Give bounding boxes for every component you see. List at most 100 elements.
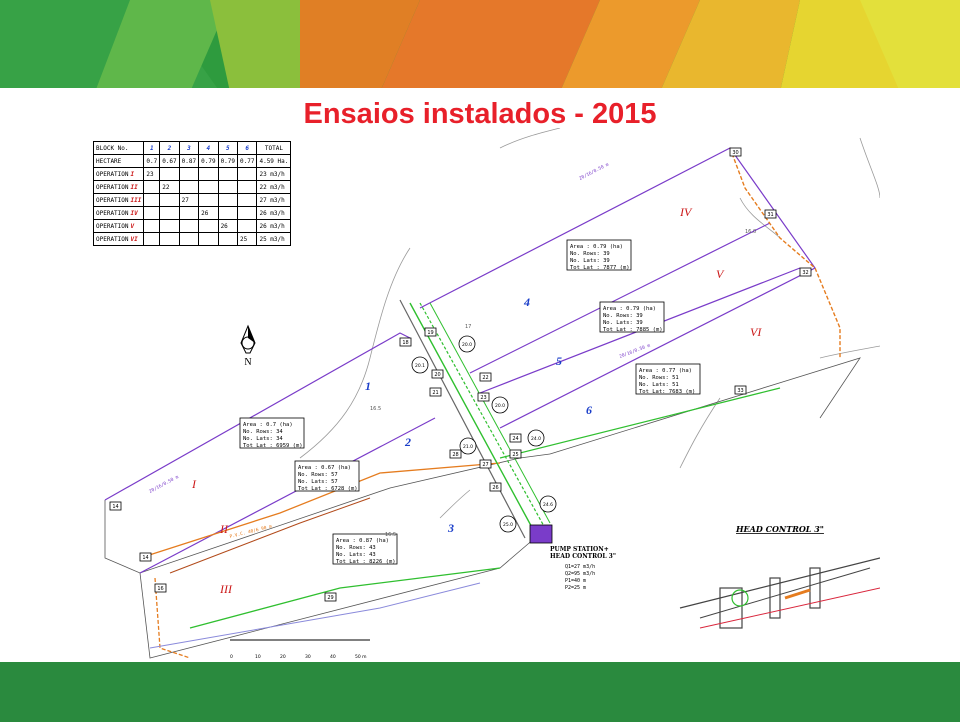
- scale-tick: 30: [305, 654, 311, 660]
- area-box: Area : 0.87 (ha) No. Rows: 43 No. Lats: …: [332, 533, 398, 565]
- node-tag: 24.6: [539, 495, 557, 513]
- valve-tag-label: 31: [767, 212, 773, 218]
- area-box-line: Area : 0.79 (ha): [603, 306, 656, 312]
- area-box-line: Area : 0.77 (ha): [639, 368, 692, 374]
- block-label: 4: [523, 295, 530, 309]
- operation-label: I: [191, 477, 197, 491]
- valve-tag-label: 29: [327, 595, 333, 601]
- operation-number: VI: [130, 235, 138, 243]
- valve-tag-label: 24: [512, 436, 518, 442]
- operation-name: OPERATION: [96, 196, 129, 204]
- scale-tick: 50 m: [355, 654, 367, 660]
- operation-number: II: [130, 183, 138, 191]
- pipe-label: 20/16/0.50 m: [619, 343, 652, 360]
- pump-spec: Q1=27 m3/h: [565, 564, 595, 570]
- area-box: Area : 0.79 (ha) No. Rows: 39 No. Lats: …: [566, 239, 632, 271]
- valve-tag-label: 18: [402, 340, 408, 346]
- area-box-line: Tot Lat : 7877 (m): [570, 265, 630, 271]
- operation-number: IV: [130, 209, 138, 217]
- operation-name: OPERATION: [96, 222, 129, 230]
- block-label: 3: [447, 521, 454, 535]
- area-box-line: No. Rows: 57: [298, 472, 338, 478]
- valve-tag-label: 14: [142, 555, 148, 561]
- valve-tag: 14: [139, 552, 152, 562]
- operation-name: OPERATION: [96, 235, 129, 243]
- pump-station-label: HEAD CONTROL 3": [550, 553, 616, 560]
- pump-station-label: PUMP STATION+: [550, 546, 609, 553]
- operation-label: II: [219, 522, 229, 536]
- irrigation-layout-map: N I II III IV V VI 1 2 3 4 5 6 Area : 0.…: [104, 128, 880, 660]
- valve-tag: 19: [424, 327, 437, 337]
- area-box-line: No. Lats: 51: [639, 382, 679, 388]
- valve-tag: 31: [764, 209, 777, 219]
- area-box-line: Area : 0.87 (ha): [336, 538, 389, 544]
- node-tag-label: 21.0: [463, 444, 473, 450]
- valve-tag: 18: [399, 337, 412, 347]
- node-tag: 21.0: [459, 437, 477, 455]
- operation-number: I: [130, 170, 135, 178]
- block-label: 6: [586, 403, 592, 417]
- valve-tag: 22: [479, 372, 492, 382]
- elevation-label: 16.5: [385, 532, 396, 538]
- valve-tag: 27: [479, 459, 492, 469]
- valve-tag-label: 20: [434, 372, 440, 378]
- operation-name: OPERATION: [96, 170, 129, 178]
- operation-name: OPERATION: [96, 183, 129, 191]
- pump-spec: Q2=95 m3/h: [565, 571, 595, 577]
- footer-bar: [0, 662, 960, 722]
- node-tag-label: 20.0: [495, 403, 505, 409]
- elevation-label: 16.0: [745, 229, 756, 235]
- area-box-line: No. Rows: 51: [639, 375, 679, 381]
- valve-tag-label: 27: [482, 462, 488, 468]
- valve-tag: 16: [154, 583, 167, 593]
- pipe-label: 20/16/0.50 m: [578, 162, 610, 182]
- area-box-line: No. Lats: 39: [570, 258, 610, 264]
- node-tag-label: 24.0: [531, 436, 541, 442]
- area-box-line: No. Lats: 39: [603, 320, 643, 326]
- node-tags: 20.0 20.1 20.0 21.0 24.0 24.6 25.0: [411, 335, 557, 533]
- table-header-row: BLOCK No. 1 2 3 4 5 6 TOTAL: [92, 141, 292, 155]
- valve-tag-label: 16: [157, 586, 163, 592]
- area-box: Area : 0.79 (ha) No. Rows: 39 No. Lats: …: [599, 301, 665, 333]
- node-tag-label: 20.0: [462, 342, 472, 348]
- valve-tag-label: 28: [452, 452, 458, 458]
- area-box: Area : 0.67 (ha) No. Rows: 57 No. Lats: …: [294, 460, 360, 492]
- node-tag-label: 25.0: [503, 522, 513, 528]
- valve-tag: 20: [431, 369, 444, 379]
- valve-tag: 32: [799, 267, 812, 277]
- area-box: Area : 0.77 (ha) No. Rows: 51 No. Lats: …: [635, 363, 701, 395]
- operation-name: OPERATION: [96, 209, 129, 217]
- valve-tag-label: 21: [432, 390, 438, 396]
- pump-spec: P2=25 m: [565, 585, 586, 591]
- block-operations-table: BLOCK No. 1 2 3 4 5 6 TOTAL HECTARE 0.7 …: [92, 141, 292, 246]
- area-box-line: Tot Lat : 6959 (m): [243, 443, 303, 449]
- valve-tag-label: 23: [480, 395, 486, 401]
- node-tag: 20.0: [458, 335, 476, 353]
- scale-tick: 10: [255, 654, 261, 660]
- area-box-line: No. Lats: 57: [298, 479, 338, 485]
- area-box-line: No. Lats: 34: [243, 436, 283, 442]
- valve-tag-label: 33: [737, 388, 743, 394]
- slide-title: Ensaios instalados - 2015: [303, 98, 657, 130]
- valve-tag: 21: [429, 387, 442, 397]
- operation-number: III: [130, 196, 142, 204]
- area-box-line: Area : 0.79 (ha): [570, 244, 623, 250]
- elevation-label: 16.5: [370, 406, 381, 412]
- operation-label: V: [716, 267, 725, 281]
- node-tag: 20.0: [491, 396, 509, 414]
- operation-number: V: [130, 222, 135, 230]
- area-box-line: Tot Lat : 7885 (m): [603, 327, 663, 333]
- area-box-line: No. Rows: 39: [603, 313, 643, 319]
- node-tag-label: 24.6: [543, 502, 553, 508]
- node-tag: 20.1: [411, 356, 429, 374]
- valve-tag-label: 19: [427, 330, 433, 336]
- scale-tick: 20: [280, 654, 286, 660]
- block-label: 2: [404, 435, 411, 449]
- pump-spec: P1=40 m: [565, 578, 586, 584]
- area-box-line: No. Rows: 39: [570, 251, 610, 257]
- valve-tag: 26: [489, 482, 502, 492]
